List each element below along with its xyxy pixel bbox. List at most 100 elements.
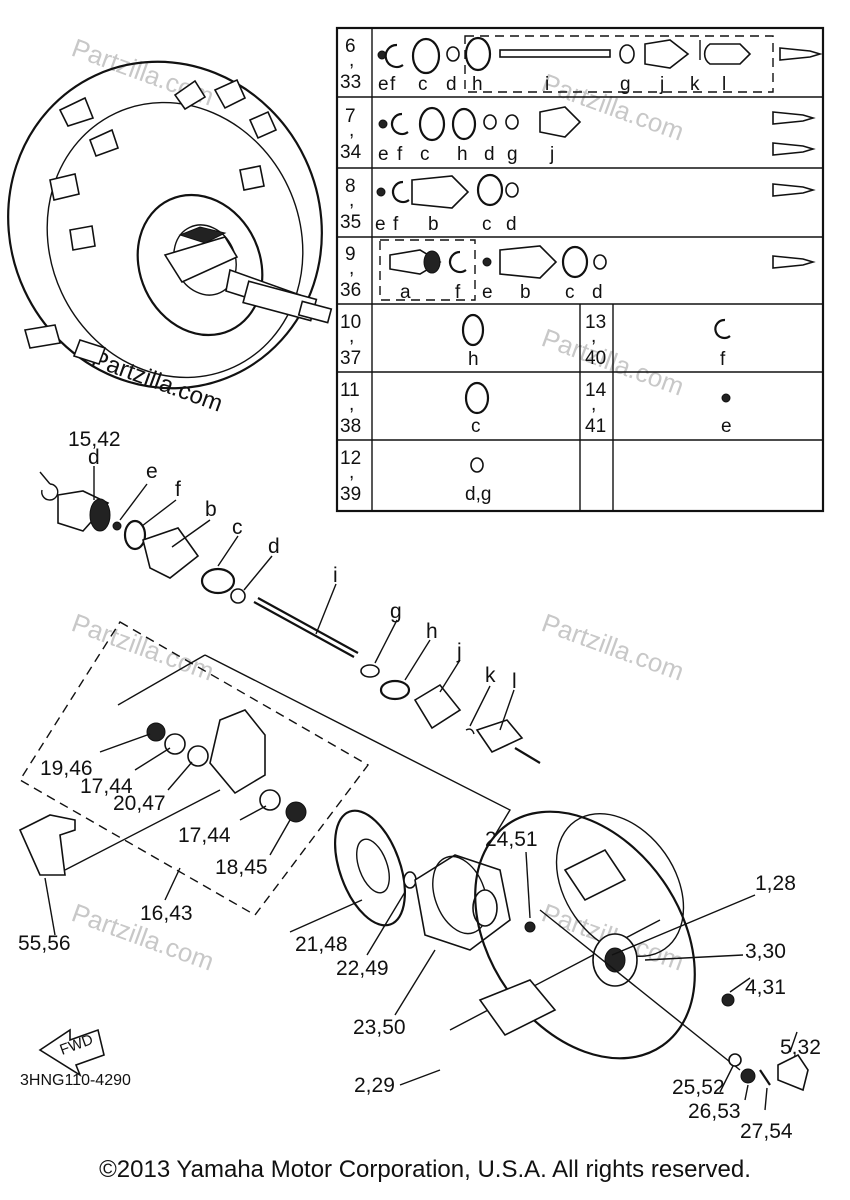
- callout-label: d: [268, 535, 280, 558]
- table-part-letter: i: [545, 74, 549, 95]
- callout-label: 3,30: [745, 940, 786, 963]
- callout-label: h: [426, 620, 438, 643]
- table-row-number: 12: [340, 448, 361, 469]
- forward-arrow-icon: FWD: [38, 1028, 105, 1077]
- brake-and-hub: [289, 809, 536, 1016]
- table-part-letter: g: [507, 144, 518, 165]
- table-row-alt-number: 36: [340, 280, 361, 301]
- callout-label: 21,48: [295, 933, 348, 956]
- callout-label: 16,43: [140, 902, 193, 925]
- table-part-letter: c: [420, 144, 430, 165]
- table-part-letter: f: [393, 214, 399, 235]
- watermark-text: Partzilla.com: [88, 345, 226, 417]
- table-row-comma: ,: [591, 326, 596, 347]
- table-part-letter: h: [457, 144, 468, 165]
- callout-label: d: [88, 446, 100, 469]
- callout-label: 55,56: [18, 932, 71, 955]
- table-row-comma: ,: [591, 394, 596, 415]
- table-row-number: 14: [585, 380, 607, 401]
- table-part-letter: e: [375, 214, 386, 235]
- callout-label: 20,47: [113, 792, 166, 815]
- callout-label: 26,53: [688, 1100, 741, 1123]
- callout-label: 25,52: [672, 1076, 725, 1099]
- table-row-alt-number: 41: [585, 416, 606, 437]
- application-table: 6 , 33 7 , 34 8 , 35 9 , 36 10 , 37 11 ,…: [335, 26, 825, 513]
- table-row-alt-number: 35: [340, 212, 361, 233]
- table-part-letter: e: [378, 74, 389, 95]
- table-part-letter: b: [428, 214, 439, 235]
- table-row-comma: ,: [349, 462, 354, 483]
- callout-label: 1,28: [755, 872, 796, 895]
- watermark-text: Partzilla.com: [538, 607, 688, 686]
- table-part-letter: f: [455, 282, 461, 303]
- table-row-number: 13: [585, 312, 606, 333]
- callout-label: 17,44: [80, 775, 133, 798]
- callout-label: l: [512, 670, 517, 693]
- callout-label: g: [390, 600, 402, 623]
- callout-label: 5,32: [780, 1036, 821, 1059]
- callout-label: b: [205, 498, 217, 521]
- table-part-letter: c: [565, 282, 575, 303]
- callout-label: 27,54: [740, 1120, 793, 1143]
- callout-label: 18,45: [215, 856, 268, 879]
- table-part-letter: d: [446, 74, 457, 95]
- table-part-letter: c: [418, 74, 428, 95]
- table-row-number: 8: [345, 176, 356, 197]
- table-part-letter: f: [397, 144, 403, 165]
- callout-label: 24,51: [485, 828, 538, 851]
- table-part-letter: c: [471, 416, 481, 437]
- table-part-letter: b: [520, 282, 531, 303]
- diagram-code: 3HNG110-4290: [20, 1072, 131, 1089]
- callout-label: 15,42: [68, 428, 121, 451]
- callout-label: e: [146, 460, 158, 483]
- callout-label: 19,46: [40, 757, 93, 780]
- table-part-letter: e: [721, 416, 732, 437]
- callout-label: 4,31: [745, 976, 786, 999]
- table-row-number: 6: [345, 36, 356, 57]
- table-part-letter: h: [468, 349, 479, 370]
- table-row-number: 11: [340, 380, 360, 401]
- callout-label: 17,44: [178, 824, 231, 847]
- callout-labels: 15,42 d e f b c d i g h j k l 19,46 17,4…: [18, 428, 821, 1143]
- table-row-number: 10: [340, 312, 361, 333]
- callout-label: 22,49: [336, 957, 389, 980]
- callout-label: f: [175, 478, 181, 501]
- table-row-comma: ,: [349, 190, 354, 211]
- callout-label: i: [333, 564, 338, 587]
- table-row-alt-number: 33: [340, 72, 361, 93]
- table-part-letter: f: [390, 74, 396, 95]
- watermark-text: Partzilla.com: [68, 607, 218, 686]
- table-row-alt-number: 40: [585, 348, 606, 369]
- table-part-letter: a: [400, 282, 411, 303]
- table-row-comma: ,: [349, 120, 354, 141]
- upper-wheel-illustration: [7, 60, 333, 390]
- table-part-letter: e: [482, 282, 493, 303]
- table-row-number: 7: [345, 106, 356, 127]
- table-part-letter: j: [549, 144, 554, 165]
- table-part-letter: d: [592, 282, 603, 303]
- table-part-letter: g: [620, 74, 631, 95]
- knuckle-assembly: [18, 621, 511, 936]
- shaft-exploded-view: [39, 466, 541, 764]
- callout-label: k: [485, 664, 496, 687]
- callout-label: 23,50: [353, 1016, 406, 1039]
- callout-label: j: [456, 640, 462, 663]
- callout-label: c: [232, 516, 243, 539]
- table-row-comma: ,: [349, 50, 354, 71]
- table-row-comma: ,: [349, 258, 354, 279]
- table-row-alt-number: 38: [340, 416, 361, 437]
- table-part-letter: h: [472, 74, 483, 95]
- table-row-number: 9: [345, 244, 356, 265]
- table-row-alt-number: 39: [340, 484, 361, 505]
- table-part-letter: f: [720, 349, 726, 370]
- table-part-letter: e: [378, 144, 389, 165]
- table-row-comma: ,: [349, 326, 354, 347]
- table-part-letter: k: [690, 74, 700, 95]
- table-part-letter: l: [722, 74, 726, 95]
- table-part-letter: d: [506, 214, 517, 235]
- table-part-letter: j: [659, 74, 664, 95]
- lower-wheel-illustration: [399, 810, 809, 1111]
- callout-label: 2,29: [354, 1074, 395, 1097]
- table-part-letter: c: [482, 214, 492, 235]
